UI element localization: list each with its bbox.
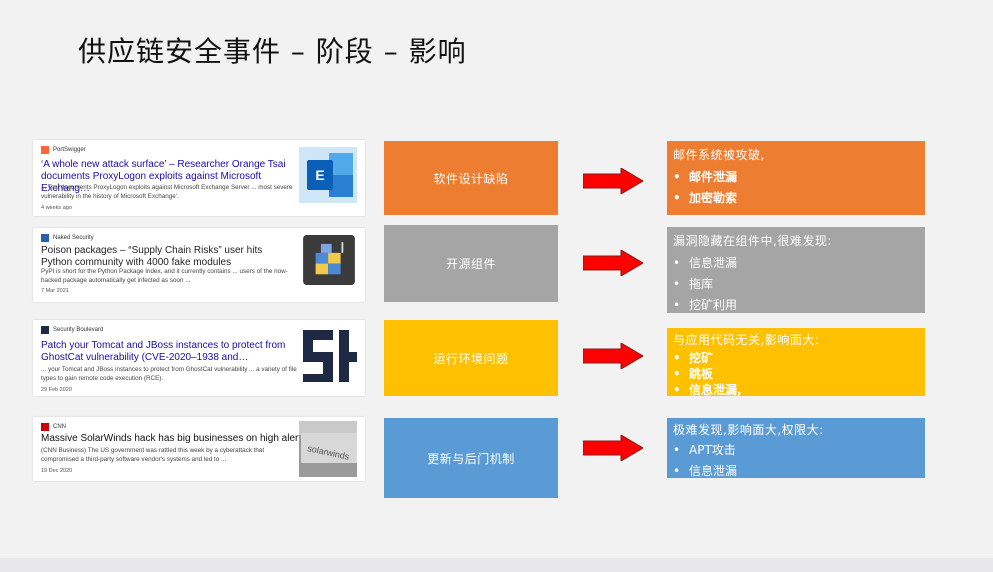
- impact-heading: 漏洞隐藏在组件中,很难发现:: [673, 234, 832, 248]
- impact-hidden-components: 漏洞隐藏在组件中,很难发现: •信息泄漏 •拖库 •挖矿利用: [667, 227, 925, 313]
- impact-heading: 极难发现,影响面大,权限大:: [673, 423, 824, 437]
- impact-update-backdoor: 极难发现,影响面大,权限大: •APT攻击 •信息泄漏: [667, 418, 925, 478]
- stage-update-backdoor: 更新与后门机制: [384, 418, 558, 498]
- news-date: 4 weeks ago: [41, 205, 72, 211]
- news-headline[interactable]: ‘A whole new attack surface’ – Researche…: [41, 159, 286, 194]
- slide-title: 供应链安全事件 – 阶段 – 影响: [78, 35, 467, 68]
- news-headline[interactable]: Massive SolarWinds hack has big business…: [41, 433, 302, 444]
- impact-mail-system: 邮件系统被攻破, •邮件泄漏 •加密勒索: [667, 141, 925, 215]
- news-date: 7 Mar 2021: [41, 288, 69, 294]
- news-date: 19 Dec 2020: [41, 468, 73, 474]
- naked-security-logo-icon: [41, 234, 49, 242]
- impact-item: •挖矿利用: [673, 298, 738, 312]
- impact-item: •加密勒索: [673, 191, 738, 205]
- right-arrow-icon: [583, 435, 643, 461]
- impact-item: •信息泄漏: [673, 256, 738, 270]
- news-snippet: (CNN Business) The US government was rat…: [41, 447, 265, 463]
- slide: 供应链安全事件 – 阶段 – 影响 PortSwigger ‘A whole n…: [33, 35, 925, 498]
- impact-item: •信息泄漏: [673, 464, 738, 478]
- exchange-logo-icon: E: [299, 147, 357, 203]
- impact-item: •跳板: [673, 367, 714, 381]
- impact-runtime: 与应用代码无关,影响面大: •挖矿 •跳板 •信息泄漏,: [667, 328, 925, 396]
- news-source: PortSwigger: [41, 146, 86, 154]
- impact-item: •APT攻击: [673, 443, 736, 457]
- news-snippet: PyPI is short for the Python Package Ind…: [41, 268, 288, 284]
- impact-item: •信息泄漏,: [673, 383, 742, 396]
- svg-text:E: E: [315, 167, 324, 183]
- news-headline[interactable]: Poison packages – “Supply Chain Risks” u…: [41, 245, 263, 268]
- cnn-logo-icon: [41, 423, 49, 431]
- impact-item: •拖库: [673, 277, 714, 291]
- news-card-pypi[interactable]: Naked Security Poison packages – “Supply…: [33, 228, 365, 302]
- news-card-solarwinds[interactable]: CNN Massive SolarWinds hack has big busi…: [33, 417, 365, 481]
- solarwinds-sign-icon: solarwinds: [299, 421, 357, 477]
- right-arrow-icon: [583, 168, 643, 194]
- right-arrow-icon: [583, 343, 643, 369]
- news-headline[interactable]: Patch your Tomcat and JBoss instances to…: [41, 340, 286, 363]
- news-snippet: ... your Tomcat and JBoss instances to p…: [41, 366, 297, 382]
- portswigger-logo-icon: [41, 146, 49, 154]
- news-snippet: ... Tsai documents ProxyLogon exploits a…: [41, 184, 293, 200]
- security-boulevard-small-icon: [41, 326, 49, 334]
- news-source: CNN: [41, 423, 66, 431]
- stage-software-design-flaw: 软件设计缺陷: [384, 141, 558, 215]
- news-source: Naked Security: [41, 234, 94, 242]
- impact-heading: 与应用代码无关,影响面大:: [673, 333, 820, 347]
- bottom-bar: [0, 558, 993, 572]
- news-date: 29 Feb 2020: [41, 387, 72, 393]
- stage-runtime-environment: 运行环境问题: [384, 320, 558, 396]
- stage-open-source-components: 开源组件: [384, 225, 558, 302]
- news-card-proxylogon[interactable]: PortSwigger ‘A whole new attack surface’…: [33, 140, 365, 216]
- news-source: Security Boulevard: [41, 326, 103, 334]
- impact-heading: 邮件系统被攻破,: [673, 148, 765, 162]
- python-packages-icon: [303, 235, 355, 285]
- news-card-ghostcat[interactable]: Security Boulevard Patch your Tomcat and…: [33, 320, 365, 396]
- right-arrow-icon: [583, 250, 643, 276]
- impact-item: •挖矿: [673, 351, 714, 365]
- impact-item: •邮件泄漏: [673, 170, 738, 184]
- security-boulevard-logo-icon: [299, 328, 357, 384]
